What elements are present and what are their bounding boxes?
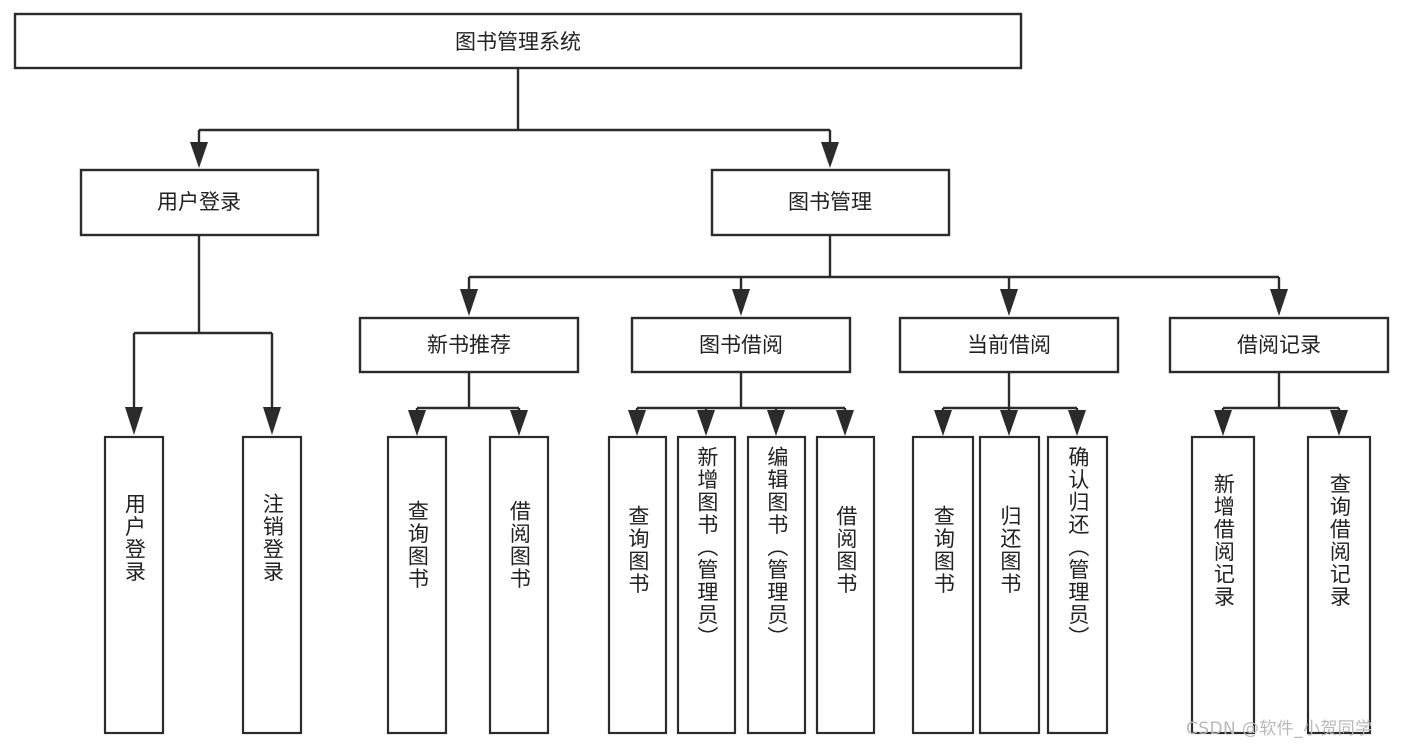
node-leaf-confirm-return-box[interactable] bbox=[1046, 435, 1109, 735]
arrow-to-borrow-record bbox=[1270, 289, 1288, 316]
arrow-leaf-add-book bbox=[697, 410, 715, 436]
node-leaf-query-record-box[interactable] bbox=[1306, 435, 1372, 735]
node-new-book-recommend-box[interactable] bbox=[358, 316, 580, 374]
node-leaf-borrow-book-2-box[interactable] bbox=[815, 435, 876, 735]
node-leaf-user-login-box[interactable] bbox=[103, 435, 165, 735]
node-current-borrow-label: 当前借阅 bbox=[967, 333, 1051, 357]
node-book-borrow-label: 图书借阅 bbox=[699, 333, 783, 357]
node-new-book-recommend-label: 新书推荐 bbox=[427, 333, 511, 357]
node-root-box[interactable] bbox=[13, 12, 1023, 70]
node-leaf-borrow-book-1-box[interactable] bbox=[488, 435, 550, 735]
arrow-to-book-manage bbox=[821, 142, 839, 168]
node-leaf-return-book-box[interactable] bbox=[978, 435, 1041, 735]
node-user-login-label: 用户登录 bbox=[157, 190, 241, 214]
arrow-leaf-user-login bbox=[125, 407, 143, 435]
arrow-leaf-add-record bbox=[1214, 410, 1232, 436]
node-leaf-query-book-3-box[interactable] bbox=[911, 435, 975, 735]
arrow-to-user-login bbox=[190, 142, 208, 168]
node-user-login-box[interactable] bbox=[79, 168, 320, 237]
node-leaf-query-book-2-box[interactable] bbox=[607, 435, 668, 735]
connector-layer bbox=[125, 68, 1348, 436]
node-borrow-record-box[interactable] bbox=[1168, 316, 1390, 374]
arrow-leaf-query-book-2 bbox=[628, 410, 646, 436]
arrow-leaf-borrow-book-2 bbox=[836, 410, 854, 436]
arrow-leaf-user-logout bbox=[263, 407, 281, 435]
arrow-leaf-edit-book bbox=[767, 410, 785, 436]
arrow-to-new-book-recommend bbox=[460, 289, 478, 316]
node-leaf-edit-book-box[interactable] bbox=[746, 435, 807, 735]
node-layer: 图书管理系统 用户登录 图书管理 新书推荐 图书借阅 当前借阅 借阅记录 bbox=[13, 12, 1390, 735]
node-book-manage-label: 图书管理 bbox=[788, 190, 872, 214]
node-borrow-record-label: 借阅记录 bbox=[1237, 333, 1321, 357]
node-leaf-add-book-box[interactable] bbox=[676, 435, 737, 735]
node-leaf-user-logout-box[interactable] bbox=[241, 435, 303, 735]
arrow-leaf-query-record bbox=[1330, 410, 1348, 436]
arrow-to-current-borrow bbox=[1000, 289, 1018, 316]
node-book-manage-box[interactable] bbox=[710, 168, 951, 237]
arrow-leaf-query-book-1 bbox=[408, 410, 426, 436]
node-root-label: 图书管理系统 bbox=[455, 30, 581, 54]
node-leaf-query-book-1-box[interactable] bbox=[386, 435, 448, 735]
arrow-leaf-query-book-3 bbox=[934, 410, 952, 436]
node-current-borrow-box[interactable] bbox=[898, 316, 1120, 374]
arrow-leaf-return-book bbox=[1000, 410, 1018, 436]
arrow-leaf-borrow-book-1 bbox=[510, 410, 528, 436]
arrow-leaf-confirm-return bbox=[1068, 410, 1086, 436]
node-book-borrow-box[interactable] bbox=[630, 316, 852, 374]
arrow-to-book-borrow bbox=[732, 289, 750, 316]
node-leaf-add-record-box[interactable] bbox=[1190, 435, 1256, 735]
